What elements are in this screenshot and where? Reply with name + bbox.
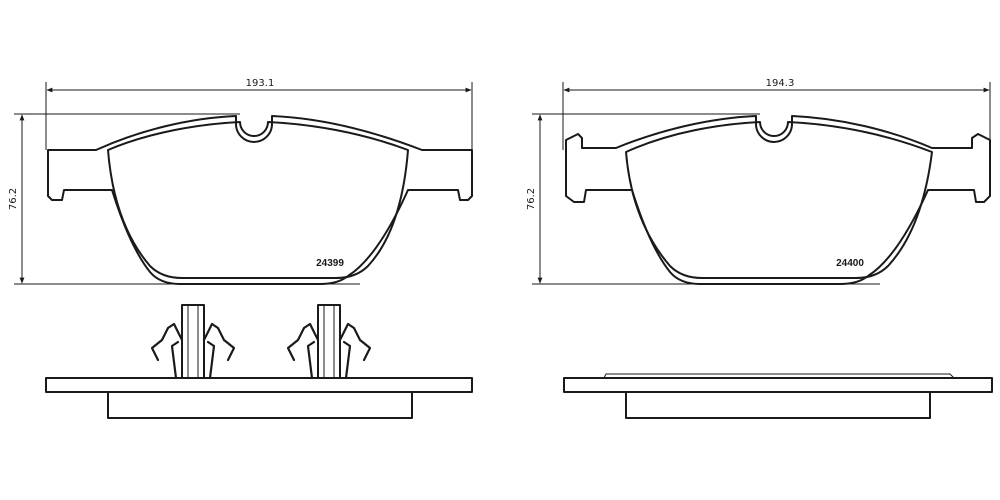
spring-clip-left: [150, 304, 236, 380]
part-number-label: 24400: [836, 258, 864, 269]
friction-material-outline: [107, 121, 409, 279]
spring-clip-right: [286, 304, 372, 380]
clip-spring-arm: [150, 322, 184, 362]
part-number-label: 24399: [316, 258, 344, 269]
clip-spring-arm: [286, 322, 320, 362]
height-dimension-label: 76.2: [526, 188, 537, 210]
friction-material-side: [625, 391, 931, 419]
clip-spring-arm: [306, 340, 316, 380]
friction-material-outline: [625, 121, 933, 279]
clip-spring-arm: [342, 340, 352, 380]
backing-plate-side: [563, 377, 993, 393]
backing-plate-outline: [47, 115, 473, 285]
pad-right-front-view: 194.3 76.2 24400: [526, 78, 991, 285]
clip-spring-arm: [338, 322, 372, 362]
clip-tab: [317, 304, 341, 379]
clip-spring-arm: [206, 340, 216, 380]
shim-layer: [603, 373, 955, 379]
width-dimension-label: 193.1: [246, 78, 275, 89]
pad-left-side-view: [45, 304, 473, 419]
backing-plate-outline: [565, 115, 991, 285]
width-dimension-label: 194.3: [766, 78, 795, 89]
backing-plate-side: [45, 377, 473, 393]
friction-material-side: [107, 391, 413, 419]
clip-tab: [181, 304, 205, 379]
clip-spring-arm: [202, 322, 236, 362]
height-dimension-label: 76.2: [8, 188, 19, 210]
pad-left-front-view: 193.1 76.2 24399: [8, 78, 473, 285]
pad-right-side-view: [563, 373, 993, 419]
clip-spring-arm: [170, 340, 180, 380]
